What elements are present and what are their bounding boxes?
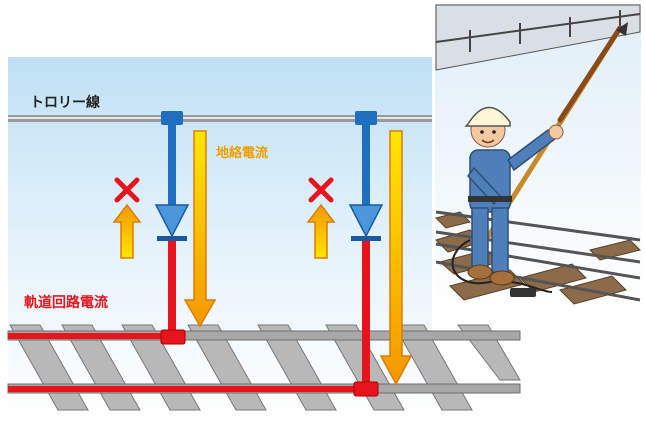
clamp-bottom-left	[160, 329, 186, 345]
clamp-top-right	[355, 111, 377, 125]
cross-icon	[308, 177, 334, 203]
trolley-wire-label: トロリー線	[30, 95, 100, 111]
ground-current-label: 地絡電流	[216, 146, 269, 161]
worker-illustration	[433, 2, 643, 314]
clamp-bottom-right	[353, 381, 379, 397]
up-arrow-icon	[112, 203, 142, 259]
right-circuit	[306, 111, 413, 397]
track-circuit-current-label: 軌道回路電流	[24, 295, 108, 311]
diode-icon	[348, 204, 384, 241]
down-arrow-icon	[183, 130, 217, 328]
down-arrow-icon	[379, 130, 413, 386]
up-arrow-icon	[306, 203, 336, 259]
track-current-line-bottom	[8, 386, 376, 392]
cross-icon	[114, 177, 140, 203]
track-current-line-top	[8, 333, 173, 339]
left-circuit	[112, 111, 217, 345]
clamp-top-left	[161, 111, 183, 125]
diode-icon	[154, 204, 190, 241]
trolley-wire	[8, 115, 432, 122]
